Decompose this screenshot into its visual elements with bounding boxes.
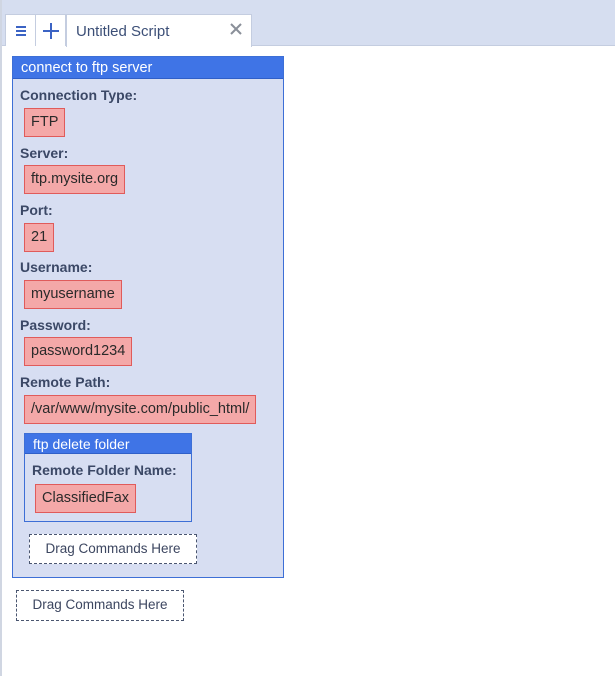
field-label-password: Password:: [20, 317, 91, 333]
field-label-connection-type: Connection Type:: [20, 87, 138, 103]
field-label-remote-folder-name: Remote Folder Name:: [32, 462, 177, 478]
hamburger-menu-icon: [15, 25, 26, 36]
plus-icon: [42, 22, 59, 39]
field-label-port: Port:: [20, 202, 53, 218]
field-value-remote-folder-name[interactable]: ClassifiedFax: [35, 484, 137, 513]
field-value-port[interactable]: 21: [24, 223, 55, 252]
drag-commands-drop-zone-inner[interactable]: Drag Commands Here: [29, 534, 197, 564]
field-value-server[interactable]: ftp.mysite.org: [24, 165, 126, 194]
field-value-password[interactable]: password1234: [24, 337, 133, 366]
command-connect-ftp[interactable]: connect to ftp server Connection Type: F…: [12, 56, 284, 578]
tab-bar: Untitled Script: [2, 0, 615, 47]
command-ftp-delete-folder[interactable]: ftp delete folder Remote Folder Name: Cl…: [24, 433, 192, 522]
tab-title: Untitled Script: [76, 23, 170, 40]
command-title[interactable]: connect to ftp server: [13, 57, 283, 79]
field-label-username: Username:: [20, 259, 93, 275]
field-label-server: Server:: [20, 145, 69, 161]
field-value-remote-path[interactable]: /var/www/mysite.com/public_html/: [24, 395, 257, 424]
tab-untitled-script[interactable]: Untitled Script: [66, 14, 252, 47]
add-tab-button[interactable]: [35, 14, 66, 46]
command-title[interactable]: ftp delete folder: [25, 434, 191, 454]
close-icon[interactable]: [229, 22, 243, 36]
drag-commands-drop-zone[interactable]: Drag Commands Here: [16, 590, 184, 621]
field-label-remote-path: Remote Path:: [20, 374, 111, 390]
menu-button[interactable]: [5, 14, 36, 46]
field-value-username[interactable]: myusername: [24, 280, 122, 309]
field-value-connection-type[interactable]: FTP: [24, 108, 66, 137]
